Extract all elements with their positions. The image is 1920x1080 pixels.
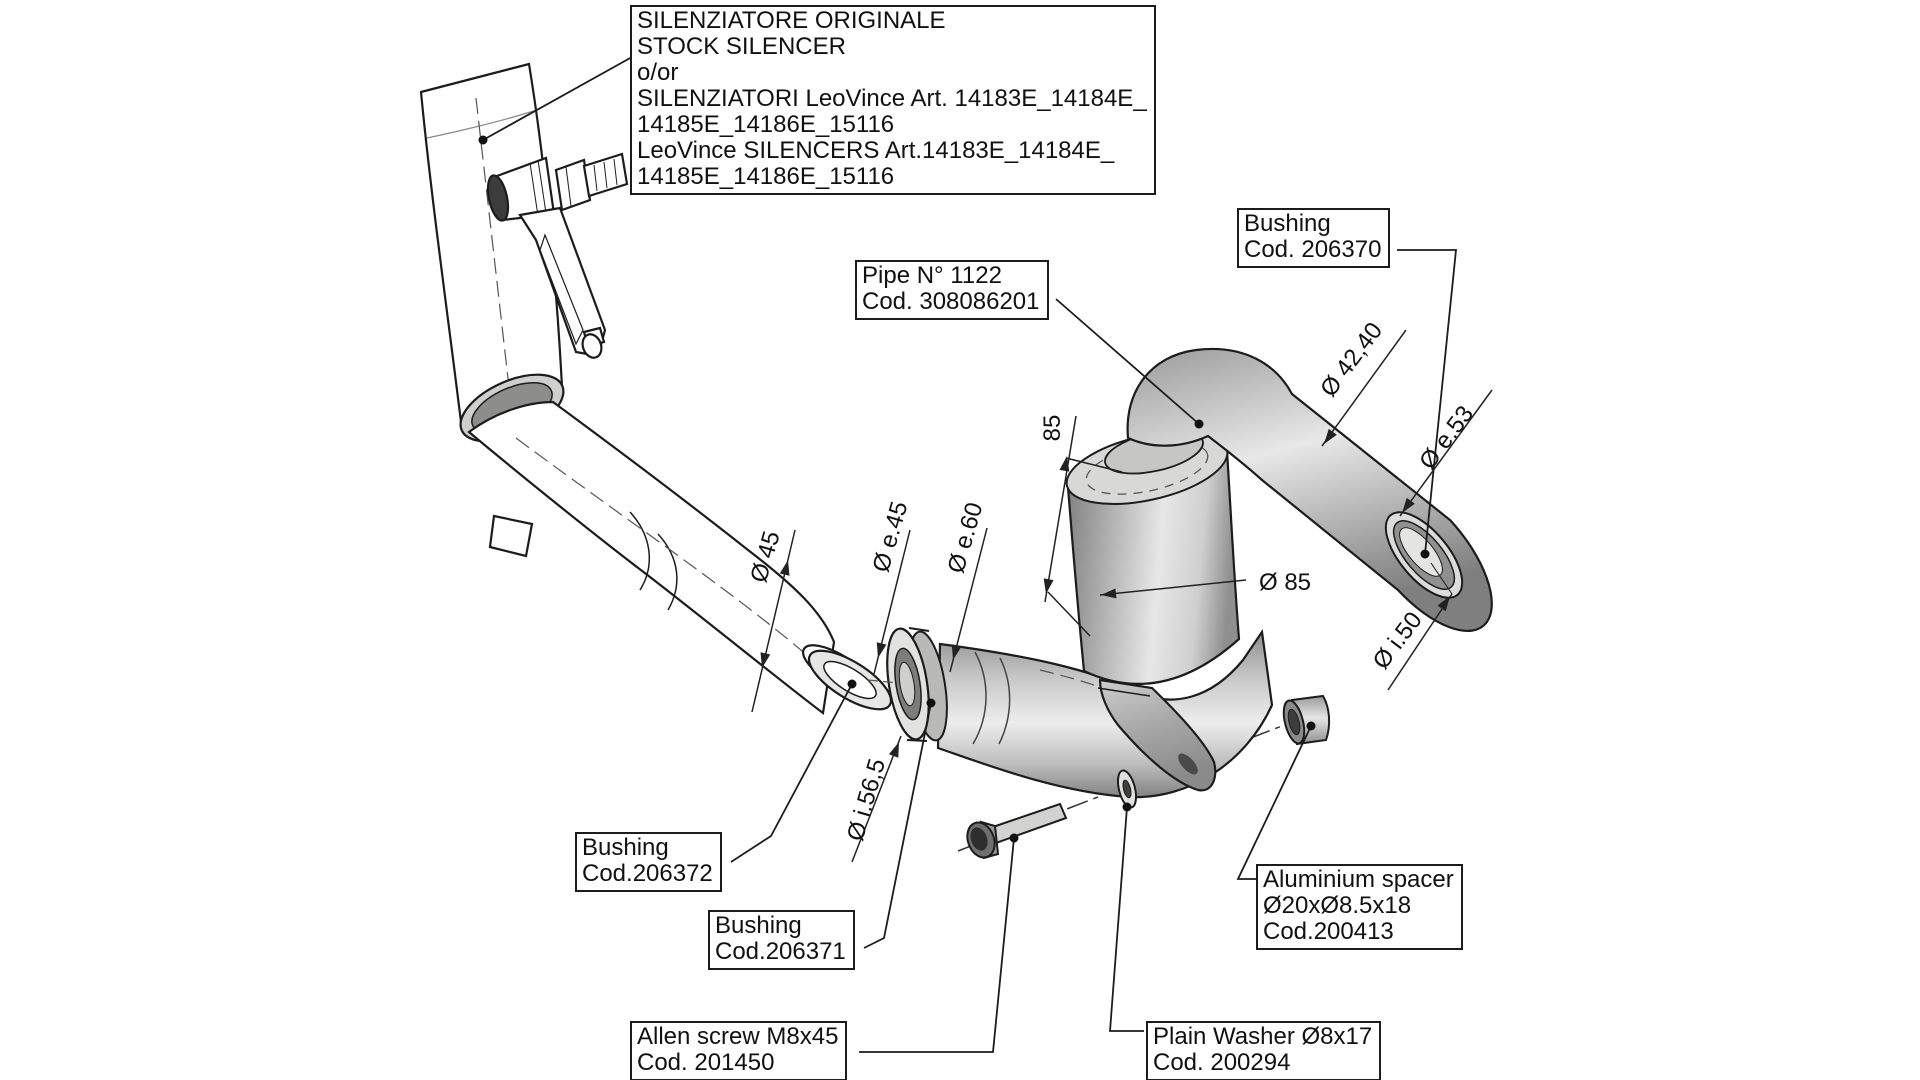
callout-line: o/or — [637, 59, 679, 86]
silencer-hanger-bracket — [486, 152, 629, 359]
callout-line: Cod. 200294 — [1153, 1049, 1291, 1076]
callout-line: STOCK SILENCER — [637, 33, 846, 60]
callout-bushing-206370: Bushing Cod. 206370 — [1237, 208, 1391, 268]
mounting-bracket — [1097, 678, 1217, 792]
callout-line: Cod. 201450 — [637, 1049, 775, 1076]
leader-lines — [478, 56, 1457, 1053]
callout-line: Cod.206372 — [582, 860, 713, 887]
leader-dots — [478, 135, 1430, 843]
leader-bushing-206371 — [863, 702, 932, 949]
dimline-85-length — [1044, 415, 1077, 603]
bracket-slot — [1178, 753, 1198, 775]
aluminium-spacer — [1282, 694, 1331, 746]
leader-aluminium-spacer — [1236, 725, 1312, 880]
callout-line: 14185E_14186E_15116 — [637, 163, 895, 190]
dim-muffler-length-85: 85 — [1039, 414, 1066, 442]
allen-screw — [966, 802, 1068, 860]
dimension-lines — [751, 329, 1493, 863]
stock-exit-pipe — [467, 400, 893, 715]
inlet-flange — [867, 627, 1011, 745]
leader-allen-screw — [859, 837, 1015, 1053]
callout-line: SILENZIATORE ORIGINALE — [637, 7, 946, 34]
callout-line: Cod. 206370 — [1244, 236, 1382, 263]
dimline-4240 — [1321, 329, 1407, 447]
dimline-i50 — [1387, 593, 1453, 691]
callout-line: Cod.206371 — [715, 938, 846, 965]
callout-line: Allen screw M8x45 — [637, 1023, 839, 1050]
catalyst-muffler — [1065, 429, 1241, 686]
callout-aluminium-spacer: Aluminium spacer Ø20xØ8.5x18 Cod.200413 — [1256, 864, 1463, 950]
callout-bushing-206371: Bushing Cod.206371 — [708, 910, 855, 970]
callout-line: Ø20xØ8.5x18 — [1263, 892, 1412, 919]
callout-line: Bushing — [1244, 210, 1331, 237]
callout-line: LeoVince SILENCERS Art.14183E_14184E_ — [637, 137, 1115, 164]
callout-line: Bushing — [582, 834, 669, 861]
dimension-arrowheads — [760, 428, 1450, 758]
leader-stock-silencer — [482, 56, 633, 141]
callout-line: Plain Washer Ø8x17 — [1153, 1023, 1373, 1050]
callout-line: SILENZIATORI LeoVince Art. 14183E_14184E… — [637, 85, 1147, 112]
hanger-bolt — [554, 158, 592, 212]
callout-line: Aluminium spacer — [1263, 866, 1454, 893]
dimline-i565 — [851, 735, 902, 863]
leader-pipe-1122 — [1055, 298, 1200, 425]
dimline-85-diameter — [1099, 579, 1247, 596]
leader-bushing-206372 — [730, 683, 853, 863]
callout-stock-silencer: SILENZIATORE ORIGINALE STOCK SILENCER o/… — [630, 5, 1156, 195]
leader-plain-washer — [1109, 806, 1144, 1032]
plain-washer — [1116, 769, 1138, 809]
callout-allen-screw: Allen screw M8x45 Cod. 201450 — [630, 1021, 848, 1080]
callout-line: Bushing — [715, 912, 802, 939]
callout-line: Cod. 308086201 — [862, 288, 1040, 315]
dim-muffler-diameter-85: Ø 85 — [1258, 569, 1312, 596]
leader-bushing-206370 — [1397, 249, 1457, 555]
callout-line: Pipe N° 1122 — [862, 262, 1002, 289]
callout-line: 14185E_14186E_15116 — [637, 111, 895, 138]
leovince-pipe-assembly — [867, 347, 1493, 799]
stock-silencer — [419, 62, 629, 443]
callout-plain-washer: Plain Washer Ø8x17 Cod. 200294 — [1146, 1021, 1382, 1080]
pipe-tab — [488, 514, 534, 558]
callout-bushing-206372: Bushing Cod.206372 — [575, 832, 722, 892]
dimline-e53 — [1399, 389, 1493, 517]
callout-pipe-1122: Pipe N° 1122 Cod. 308086201 — [855, 260, 1049, 320]
callout-line: Cod.200413 — [1263, 918, 1394, 945]
